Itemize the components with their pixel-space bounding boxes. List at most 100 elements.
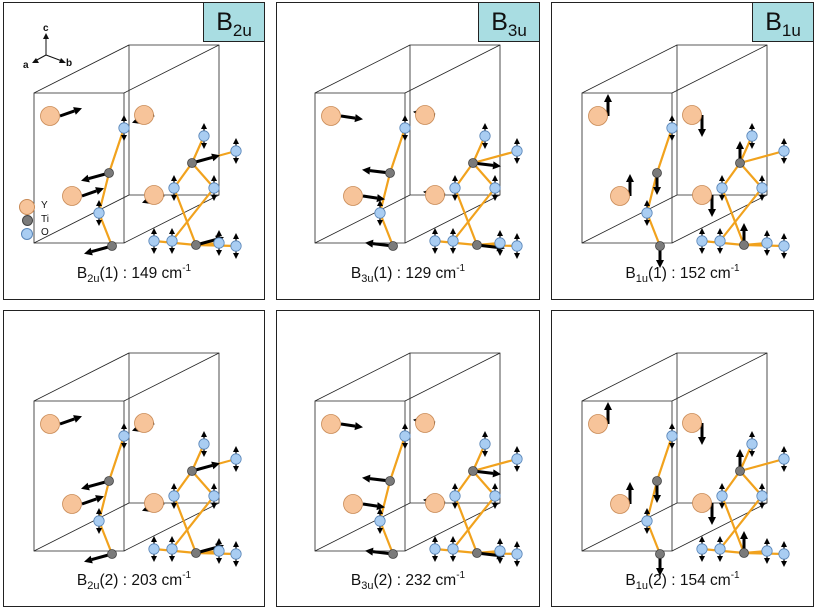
arrowhead — [717, 248, 723, 254]
arrowhead — [669, 115, 675, 121]
oxygen-atom — [761, 237, 773, 249]
arrowhead — [699, 228, 705, 234]
arrowhead — [653, 187, 661, 195]
ti-o-bond — [739, 457, 785, 473]
structure-diagram — [33, 352, 242, 567]
arrowhead — [740, 531, 748, 539]
arrowhead — [377, 200, 383, 206]
arrowhead — [482, 431, 488, 437]
yttrium-atom — [425, 493, 445, 513]
arrowhead — [211, 175, 217, 181]
ti-o-bond — [107, 127, 126, 174]
oxygen-atom — [666, 430, 678, 442]
oxygen-atom — [479, 130, 491, 142]
arrowhead — [644, 200, 650, 206]
arrowhead — [73, 415, 82, 423]
oxygen-atom — [449, 490, 461, 502]
mode-panel-b3u-1: B3u B3u(1) : 129 cm-1 — [276, 2, 540, 300]
arrowhead — [376, 194, 385, 203]
yttrium-atom — [144, 185, 164, 205]
arrowhead — [81, 482, 90, 491]
ti-o-bond — [453, 187, 479, 246]
oxygen-atom — [511, 240, 523, 252]
arrowhead — [450, 228, 456, 234]
arrowhead — [781, 446, 787, 452]
titanium-atom — [472, 548, 482, 558]
oxygen-atom — [93, 207, 105, 219]
ti-o-bond — [97, 480, 111, 522]
unit-cell-edge — [671, 44, 768, 94]
arrowhead — [514, 541, 520, 547]
arrowhead — [121, 115, 127, 121]
oxygen-atom — [166, 235, 178, 247]
arrowhead — [781, 561, 787, 567]
arrowhead — [201, 143, 207, 149]
arrowhead — [211, 195, 217, 201]
yttrium-atom — [343, 186, 363, 206]
arrowhead — [656, 260, 664, 268]
arrowhead — [492, 483, 498, 489]
arrowhead — [736, 141, 744, 149]
titanium-atom — [735, 466, 745, 476]
arrowhead — [708, 517, 716, 525]
oxygen-atom — [399, 122, 411, 134]
unit-cell-edge — [314, 352, 411, 402]
ti-o-bond — [719, 495, 763, 550]
yttrium-atom — [588, 106, 608, 126]
ti-o-bond — [655, 435, 674, 482]
oxygen-atom — [198, 438, 210, 450]
arrowhead — [644, 528, 650, 534]
oxygen-atom — [778, 453, 790, 465]
ti-o-bond — [378, 172, 392, 214]
arrowhead — [699, 248, 705, 254]
yttrium-atom — [588, 414, 608, 434]
arrowhead — [201, 451, 207, 457]
arrowhead — [216, 230, 222, 236]
oxygen-atom — [778, 145, 790, 157]
arrowhead — [216, 250, 222, 256]
arrowhead — [492, 469, 501, 478]
titanium-atom — [388, 549, 398, 559]
unit-cell-edge — [404, 44, 501, 94]
ti-o-bond — [720, 187, 746, 246]
arrowhead — [402, 135, 408, 141]
arrowhead — [95, 495, 104, 503]
oxygen-atom — [230, 453, 242, 465]
yttrium-atom — [62, 186, 82, 206]
oxygen-atom — [118, 122, 130, 134]
axis-label-c: c — [43, 23, 49, 34]
titanium-atom — [472, 240, 482, 250]
oxygen-atom — [148, 235, 160, 247]
arrowhead — [96, 528, 102, 534]
oxygen-atom — [166, 543, 178, 555]
oxygen-atom — [230, 548, 242, 560]
axis-label-a: a — [23, 60, 29, 71]
arrowhead — [171, 483, 177, 489]
arrowhead — [233, 541, 239, 547]
arrowhead — [717, 556, 723, 562]
arrowhead — [432, 228, 438, 234]
ti-o-bond — [645, 480, 659, 522]
mode-panel-b1u-2: B1u(2) : 154 cm-1 — [551, 310, 814, 607]
legend-item-y: Y — [19, 199, 80, 215]
unit-cell-edge — [314, 502, 411, 552]
arrowhead — [96, 220, 102, 226]
arrowhead — [377, 508, 383, 514]
axes-indicator: c a b — [22, 23, 82, 75]
arrowhead — [121, 423, 127, 429]
arrowhead — [450, 536, 456, 542]
titanium-atom — [652, 168, 662, 178]
arrowhead — [452, 483, 458, 489]
yttrium-atom — [40, 414, 60, 434]
unit-cell-edge — [33, 44, 130, 94]
arrowhead — [781, 138, 787, 144]
arrowhead — [764, 558, 770, 564]
arrowhead — [698, 437, 706, 445]
displacement-arrow — [340, 422, 356, 428]
structure-diagram — [581, 352, 790, 576]
unit-cell-edge — [581, 502, 678, 552]
yttrium-atom — [62, 494, 82, 514]
arrowhead — [450, 556, 456, 562]
titanium-atom — [385, 476, 395, 486]
unit-cell-edge — [404, 352, 501, 402]
